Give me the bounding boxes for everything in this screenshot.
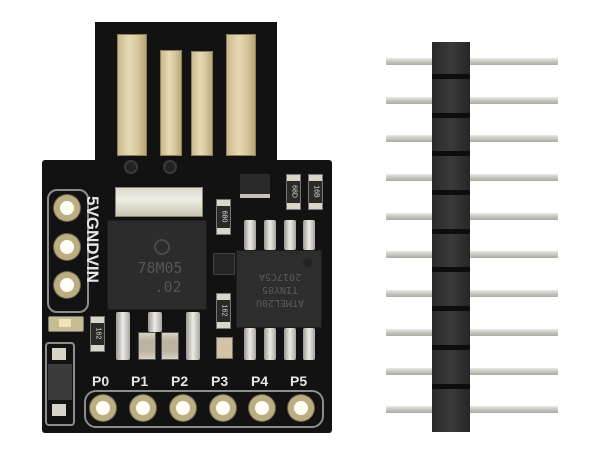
header-pin-10 (386, 406, 558, 413)
header-pin-3 (386, 135, 558, 142)
resistor-162-a: 162 (90, 316, 105, 352)
label-p1: P1 (131, 373, 149, 389)
resistor-16b: 16B (308, 174, 323, 210)
header-body (432, 42, 470, 432)
regulator-marking-2: .02 (154, 278, 182, 296)
pad-p2 (170, 395, 196, 421)
sot-transistor (240, 174, 270, 198)
resistor-68d: 68D (286, 174, 301, 210)
mcu-lead (264, 328, 276, 360)
attiny85-chip: 2017C5A TINY85 ATMEL20U (236, 250, 322, 328)
label-5v: 5V (83, 196, 102, 217)
capacitor (161, 332, 179, 360)
pin1-dot (303, 258, 312, 267)
zener-diode (213, 253, 235, 275)
power-labels: 5VGNDVIN (74, 196, 102, 306)
header-pin-7 (386, 290, 558, 297)
schottky-diode (48, 364, 72, 400)
mcu-lead (284, 220, 296, 250)
capacitor (138, 332, 156, 360)
header-pin-2 (386, 97, 558, 104)
label-gnd: GND (83, 216, 102, 255)
label-vin: VIN (83, 254, 102, 283)
label-p4: P4 (251, 373, 269, 389)
usb-tab-corner-left (80, 145, 95, 160)
label-p2: P2 (171, 373, 189, 389)
regulator-lead (148, 312, 162, 332)
header-pin-4 (386, 174, 558, 181)
regulator-tab (115, 187, 203, 217)
pin-header-strip (380, 38, 570, 438)
pad-p1 (130, 395, 156, 421)
label-p5: P5 (290, 373, 308, 389)
pad-p3 (210, 395, 236, 421)
power-led (48, 316, 84, 332)
usb-contact-dplus (191, 51, 213, 156)
label-p0: P0 (92, 373, 110, 389)
mcu-lead (284, 328, 296, 360)
diode-outline (45, 342, 75, 426)
pad-p0 (90, 395, 116, 421)
label-p3: P3 (211, 373, 229, 389)
header-pin-5 (386, 213, 558, 220)
pad-p5 (288, 395, 314, 421)
mcu-lead (264, 220, 276, 250)
regulator-78m05: 78M05 .02 (107, 220, 207, 310)
regulator-marking-1: 78M05 (137, 259, 183, 277)
pad-vin (54, 272, 80, 298)
diode-pad (52, 404, 66, 416)
resistor-162-b: 162 (216, 293, 231, 329)
mcu-marking-1: ATMEL20U (255, 297, 305, 308)
header-pin-9 (386, 368, 558, 375)
usb-contact-dminus (160, 50, 182, 156)
mcu-marking-2: TINY85 (261, 284, 299, 295)
header-pin-1 (386, 58, 558, 65)
mcu-lead (244, 328, 256, 360)
header-pin-6 (386, 251, 558, 258)
pad-p4 (249, 395, 275, 421)
diode-pad (52, 348, 66, 360)
usb-tab-corner-right (277, 145, 292, 160)
regulator-lead (116, 312, 130, 360)
regulator-logo (154, 239, 170, 255)
regulator-lead (186, 312, 200, 360)
io-header-outline (84, 390, 324, 428)
via (124, 160, 138, 174)
usb-contact-vbus (117, 34, 147, 156)
pad-5v (54, 195, 80, 221)
resistor-680: 680 (216, 199, 231, 235)
via (163, 160, 177, 174)
mcu-lead (303, 328, 315, 360)
power-header-outline (47, 189, 89, 313)
digispark-board: 5VGNDVIN 78M05 .02 162 68D 16B (42, 22, 332, 433)
pad-gnd (54, 234, 80, 260)
mcu-lead (244, 220, 256, 250)
header-pin-8 (386, 329, 558, 336)
mcu-marking-3: 2017C5A (258, 271, 302, 282)
mcu-lead (303, 220, 315, 250)
usb-contact-gnd (226, 34, 256, 156)
status-led (216, 337, 233, 359)
